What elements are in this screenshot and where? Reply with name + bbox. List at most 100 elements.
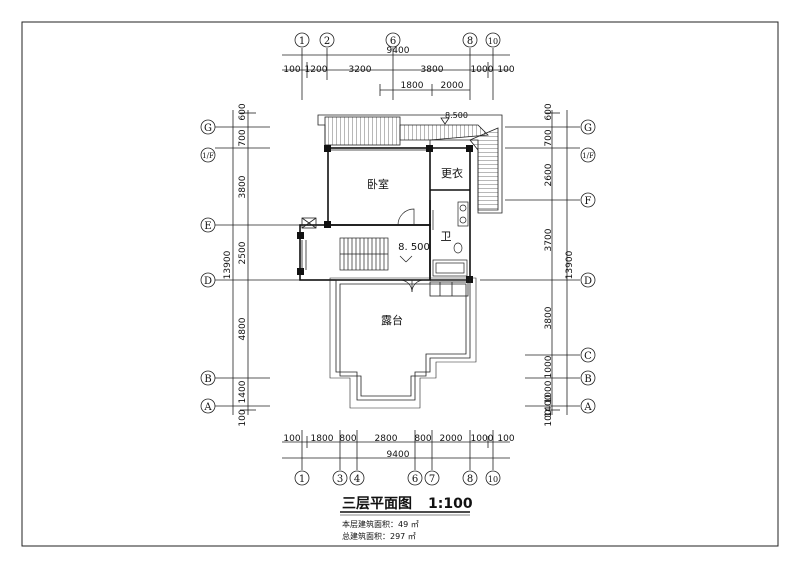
right-axis-label: D bbox=[584, 276, 592, 287]
level-marker-icon bbox=[440, 117, 450, 125]
axis-bubble bbox=[319, 32, 335, 48]
walls bbox=[299, 147, 471, 281]
bottom-dim: 1000 bbox=[471, 434, 494, 444]
stair-level: 8. 500 bbox=[398, 242, 430, 253]
left-axis-label: G bbox=[204, 123, 212, 134]
top-dim-3: 3200 bbox=[349, 65, 372, 75]
door-swing bbox=[399, 279, 413, 293]
top-dim-5: 1000 bbox=[471, 65, 494, 75]
bottom-axis-label: 3 bbox=[337, 474, 343, 485]
right-dim: 3700 bbox=[544, 228, 554, 251]
level-marker-icon bbox=[405, 255, 413, 263]
left-axis-label: B bbox=[204, 374, 211, 385]
drawing-scale: 1:100 bbox=[428, 496, 473, 512]
top-axis-label: 10 bbox=[488, 37, 498, 46]
right-dim: 2600 bbox=[544, 163, 554, 186]
axis-bubble bbox=[200, 217, 216, 233]
right-total-dim: 13900 bbox=[565, 250, 575, 279]
room-bedroom: 卧室 bbox=[367, 177, 389, 191]
axis-bubble bbox=[332, 470, 348, 486]
top-dimensions bbox=[282, 48, 510, 100]
axis-bubble bbox=[580, 347, 596, 363]
bottom-total-dim: 9400 bbox=[387, 450, 410, 460]
right-dimensions bbox=[480, 110, 580, 415]
bath-fixtures bbox=[432, 201, 469, 277]
level-marker-icon bbox=[399, 255, 407, 263]
bottom-dim: 800 bbox=[339, 434, 356, 444]
left-dim: 700 bbox=[238, 129, 248, 146]
axis-bubble bbox=[580, 398, 596, 414]
axis-bubble bbox=[385, 32, 401, 48]
axis-bubble bbox=[462, 32, 478, 48]
axis-bubble bbox=[200, 272, 216, 288]
window-left bbox=[301, 217, 317, 270]
left-axis-label: 1/F bbox=[202, 152, 214, 160]
left-axis-label: A bbox=[203, 402, 212, 413]
columns bbox=[297, 145, 473, 283]
left-dim: 3800 bbox=[238, 175, 248, 198]
right-dim: 1000 bbox=[544, 380, 554, 403]
drawing-title: 三层平面图 bbox=[342, 496, 412, 512]
top-dim-4: 3800 bbox=[421, 65, 444, 75]
right-axis-label: 1/F bbox=[582, 152, 594, 160]
floor-area-note: 本层建筑面积：49 ㎡ bbox=[342, 519, 419, 529]
right-axis-label: G bbox=[584, 123, 592, 134]
room-terrace: 露台 bbox=[381, 313, 403, 327]
top-axis-label: 1 bbox=[299, 36, 305, 47]
right-dim: 1000 bbox=[544, 355, 554, 378]
axis-bubble bbox=[485, 470, 501, 486]
right-axis-label: A bbox=[583, 402, 592, 413]
axis-bubble bbox=[580, 147, 596, 163]
axis-bubble bbox=[294, 32, 310, 48]
bottom-dim: 100 bbox=[283, 434, 300, 444]
top-axis-label: 6 bbox=[390, 36, 396, 47]
left-dim: 100 bbox=[238, 409, 248, 426]
right-axis-label: C bbox=[584, 351, 592, 362]
axis-bubble bbox=[485, 32, 501, 48]
bottom-axis-label: 6 bbox=[412, 474, 418, 485]
roof-level: 8.500 bbox=[445, 111, 468, 120]
room-dressing: 更衣 bbox=[441, 166, 463, 180]
left-dim: 4800 bbox=[238, 317, 248, 340]
left-axis-label: E bbox=[204, 221, 211, 232]
total-area-note: 总建筑面积：297 ㎡ bbox=[342, 531, 416, 541]
right-dim: 100 bbox=[544, 409, 554, 426]
bottom-axis-label: 4 bbox=[354, 474, 360, 485]
bottom-dimensions bbox=[282, 430, 510, 470]
bottom-axis-label: 7 bbox=[429, 474, 435, 485]
axis-bubble bbox=[580, 192, 596, 208]
right-dim: 600 bbox=[544, 103, 554, 120]
door-swing bbox=[397, 208, 415, 226]
room-bath: 卫 bbox=[441, 230, 452, 243]
axis-bubble bbox=[580, 119, 596, 135]
left-dimensions bbox=[215, 110, 300, 415]
axis-bubble bbox=[200, 147, 216, 163]
axis-bubble bbox=[580, 272, 596, 288]
right-dim: 3800 bbox=[544, 306, 554, 329]
top-dim-2: 1200 bbox=[305, 65, 328, 75]
axis-bubble bbox=[200, 398, 216, 414]
top-dim-7: 1800 bbox=[401, 81, 424, 91]
axis-bubble bbox=[407, 470, 423, 486]
axis-bubble bbox=[294, 470, 310, 486]
bottom-dim: 2800 bbox=[375, 434, 398, 444]
bottom-dim: 2000 bbox=[440, 434, 463, 444]
bottom-dim: 100 bbox=[497, 434, 514, 444]
top-dim-1: 100 bbox=[283, 65, 300, 75]
axis-bubble bbox=[462, 470, 478, 486]
roof-eaves bbox=[317, 114, 503, 214]
top-axis-label: 2 bbox=[324, 36, 330, 47]
axis-bubble bbox=[200, 119, 216, 135]
bottom-axis-label: 10 bbox=[488, 475, 498, 484]
axis-bubble bbox=[349, 470, 365, 486]
left-dim: 2500 bbox=[238, 241, 248, 264]
top-dim-6: 100 bbox=[497, 65, 514, 75]
bottom-dim: 800 bbox=[414, 434, 431, 444]
top-dim-8: 2000 bbox=[441, 81, 464, 91]
axis-bubble bbox=[580, 370, 596, 386]
bottom-dim: 1800 bbox=[311, 434, 334, 444]
stair bbox=[339, 237, 389, 271]
right-axis-label: F bbox=[585, 196, 592, 207]
right-dim: 700 bbox=[544, 129, 554, 146]
axis-bubble bbox=[424, 470, 440, 486]
